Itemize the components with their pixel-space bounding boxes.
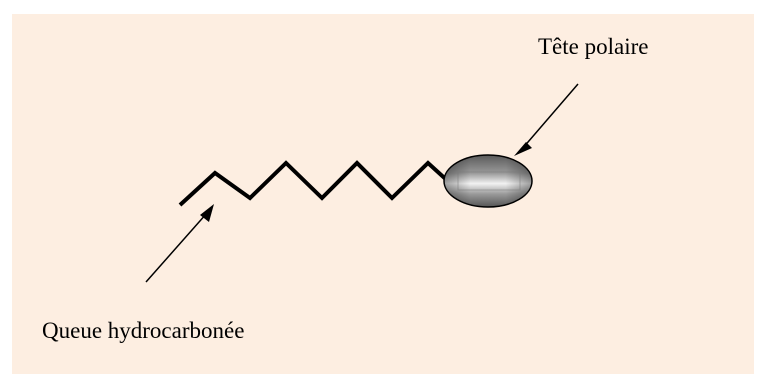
hydrocarbon-tail-label: Queue hydrocarbonée [42,318,245,343]
tail-arrowhead [200,204,214,222]
tail-arrow [145,212,208,283]
diagram-panel [12,14,754,374]
polar-head [443,154,533,208]
hydrocarbon-tail [178,160,452,207]
polar-head-label: Tête polaire [538,34,649,59]
head-arrowhead [514,142,532,156]
head-arrow [521,83,579,150]
